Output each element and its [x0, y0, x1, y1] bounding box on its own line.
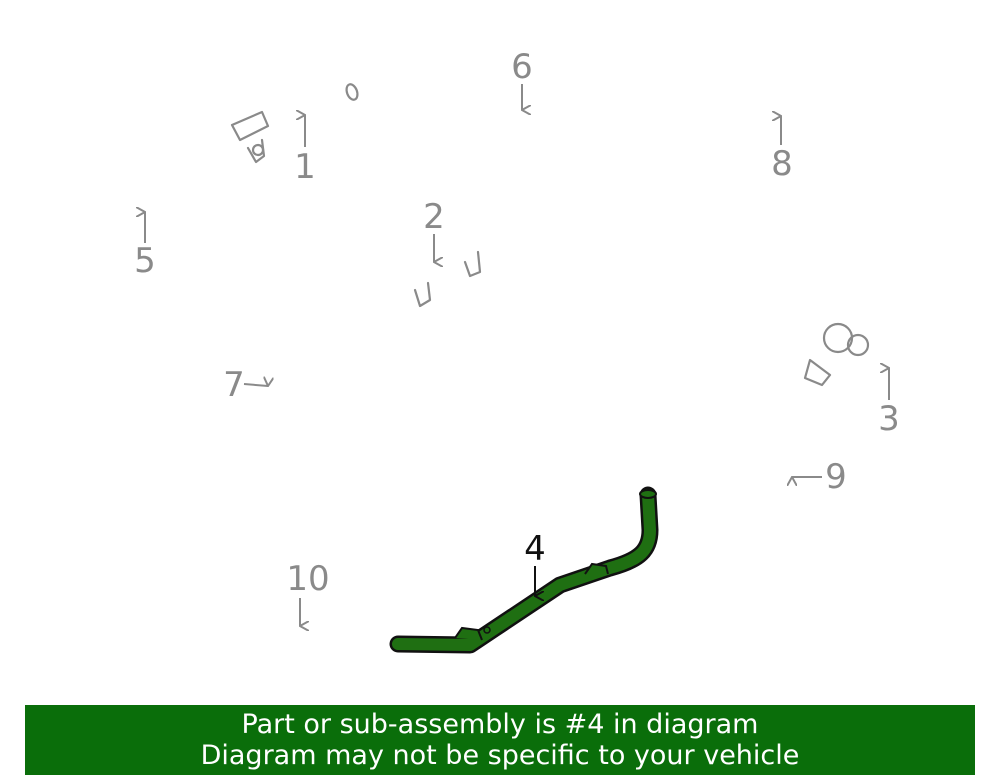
callout-7: 7 — [223, 365, 268, 405]
info-banner: Part or sub-assembly is #4 in diagram Di… — [25, 705, 975, 775]
callout-label-5: 5 — [134, 241, 156, 281]
callout-label-7: 7 — [223, 365, 245, 405]
part-2-pipe[interactable] — [380, 222, 516, 308]
part-1-pipe[interactable] — [212, 83, 359, 164]
banner-line-2: Diagram may not be specific to your vehi… — [200, 740, 800, 771]
callout-label-10: 10 — [286, 559, 329, 599]
callout-label-4: 4 — [524, 529, 546, 569]
callout-9: 9 — [792, 457, 847, 497]
part-5-hose[interactable] — [56, 180, 184, 218]
callout-5: 5 — [134, 212, 156, 281]
callout-4: 4 — [524, 529, 546, 596]
part-10-hose[interactable] — [213, 607, 360, 638]
callout-1: 1 — [294, 115, 316, 187]
callout-6: 6 — [511, 47, 533, 110]
callout-3: 3 — [878, 368, 900, 439]
part-3-assembly[interactable] — [760, 283, 931, 390]
callout-label-9: 9 — [825, 457, 847, 497]
callout-label-2: 2 — [423, 197, 445, 237]
callout-label-3: 3 — [878, 399, 900, 439]
callout-label-8: 8 — [771, 144, 793, 184]
banner-line-1: Part or sub-assembly is #4 in diagram — [241, 709, 759, 740]
callout-10: 10 — [286, 559, 330, 626]
part-8-hose[interactable] — [681, 87, 847, 210]
callout-label-6: 6 — [511, 47, 533, 87]
callout-8: 8 — [771, 116, 793, 184]
callout-label-1: 1 — [294, 147, 316, 187]
callout-2: 2 — [423, 197, 445, 262]
parts-diagram: 1 2 3 4 5 6 7 8 9 10 — [56, 47, 931, 654]
part-6-hose[interactable] — [378, 77, 585, 160]
part-7-hose[interactable] — [275, 334, 351, 440]
part-9-hose[interactable] — [750, 432, 795, 551]
